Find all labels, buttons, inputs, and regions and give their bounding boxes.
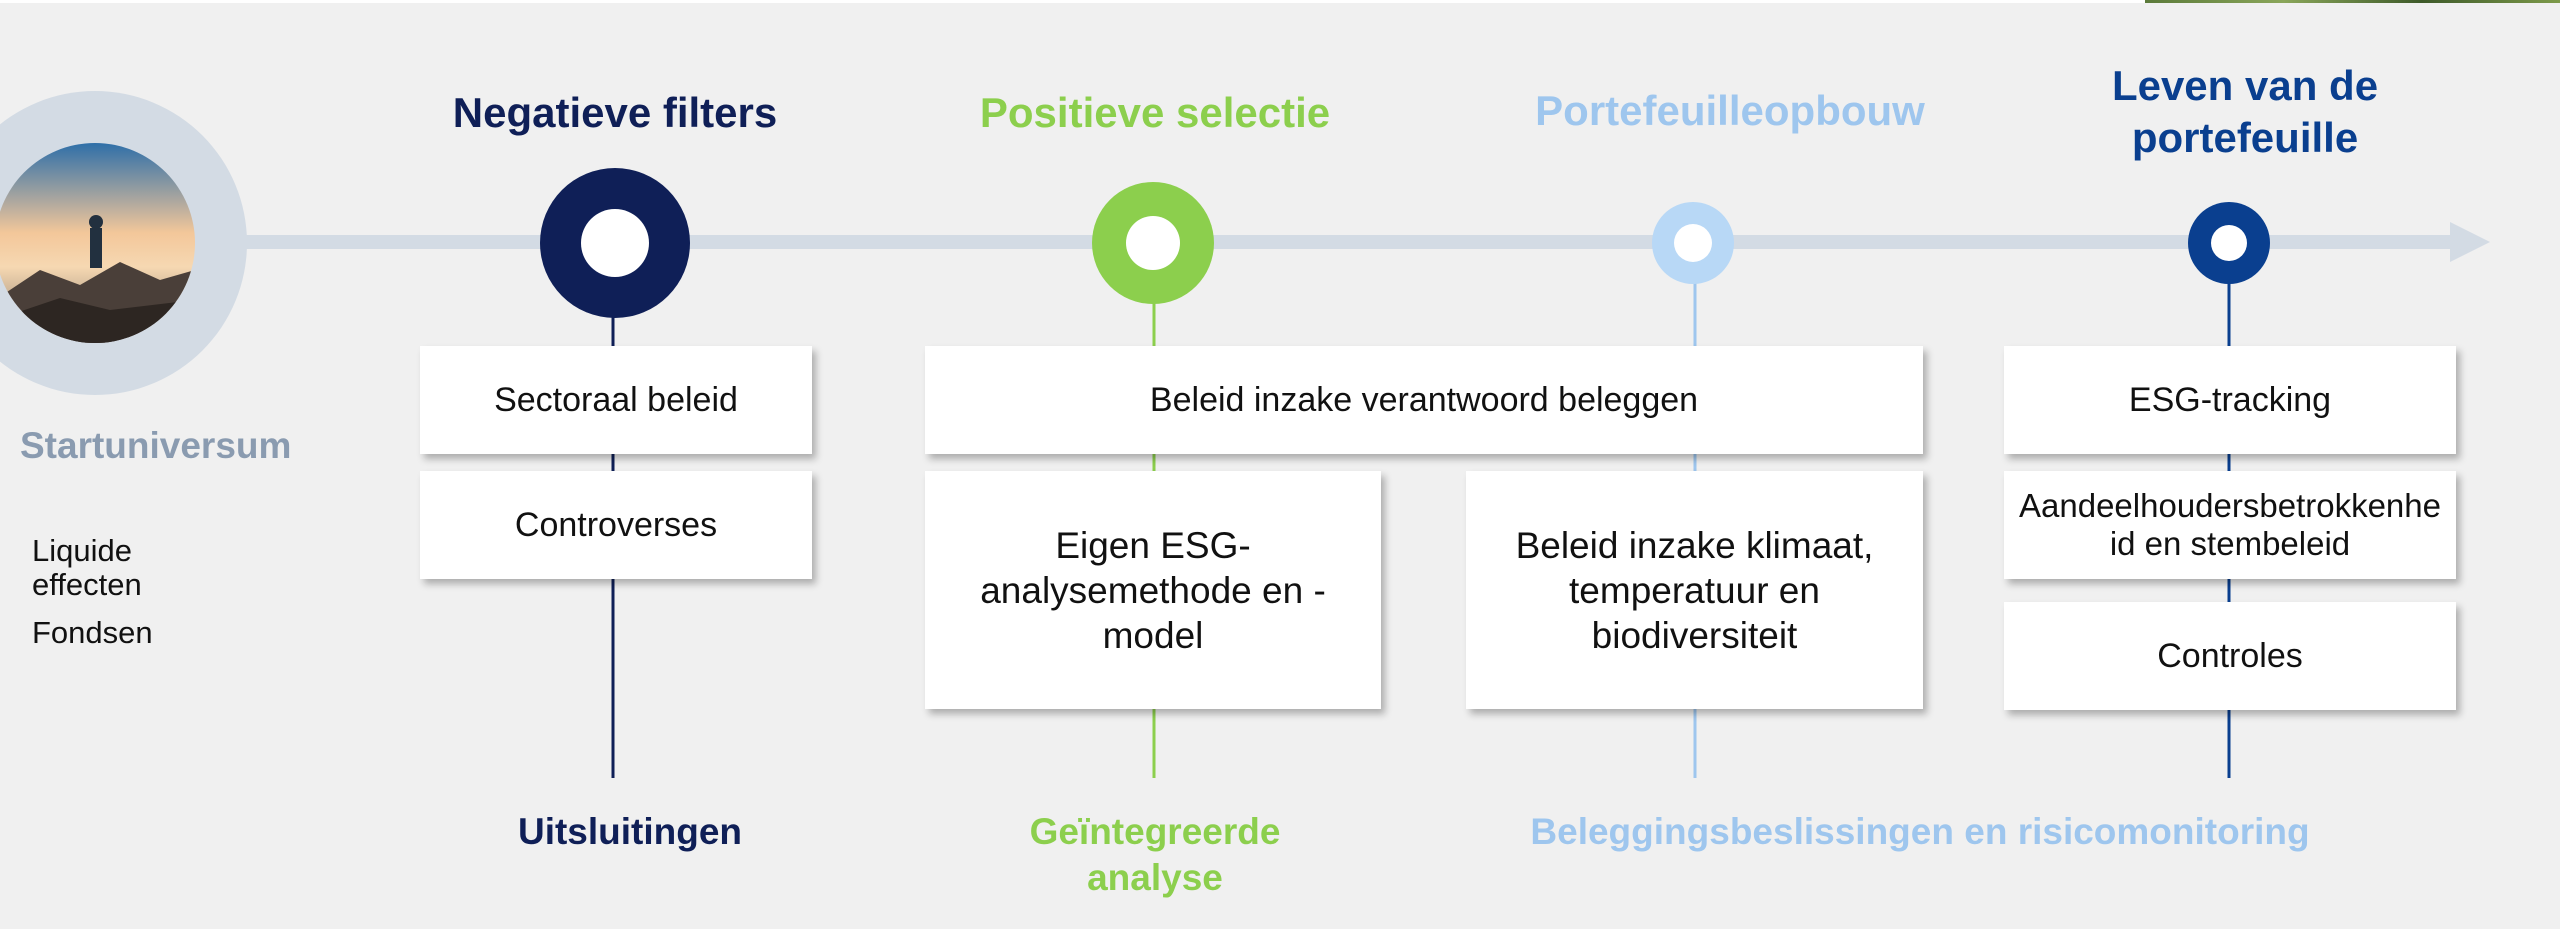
timeline-arrowhead (2450, 222, 2490, 262)
start-photo (0, 143, 195, 343)
box-climate-policy: Beleid inzake klimaat, temperatuur en bi… (1466, 471, 1923, 709)
start-item-funds: Fondsen (32, 615, 153, 650)
stage-title-life: Leven van de portefeuille (2111, 62, 2379, 161)
box-responsible-investment-policy: Beleid inzake verantwoord beleggen (925, 346, 1923, 454)
box-controls: Controles (2004, 602, 2456, 710)
start-item-liquid: Liquide effecten (32, 533, 142, 602)
box-esg-tracking: ESG-tracking (2004, 346, 2456, 454)
stage-title-portfolio: Portefeuilleopbouw (1535, 87, 1925, 134)
box-sectoral-policy: Sectoraal beleid (420, 346, 812, 454)
top-strip (0, 0, 2560, 3)
start-title: Startuniversum (20, 425, 292, 466)
box-controversies: Controverses (420, 471, 812, 579)
bottom-label-investment-decisions: Beleggingsbeslissingen en risicomonitori… (1530, 811, 2310, 852)
bottom-label-exclusions: Uitsluitingen (517, 811, 743, 852)
stage-title-negative: Negatieve filters (452, 89, 778, 136)
timeline-track (180, 235, 2455, 249)
bottom-label-integrated-analysis: Geïntegreerde analyse (1029, 811, 1281, 898)
stage-title-positive: Positieve selectie (979, 89, 1331, 136)
box-esg-model: Eigen ESG-analysemethode en -model (925, 471, 1381, 709)
corner-photo-fragment (2145, 0, 2560, 3)
box-shareholder-engagement: Aandeelhoudersbetrokkenheid en stembelei… (2004, 471, 2456, 579)
